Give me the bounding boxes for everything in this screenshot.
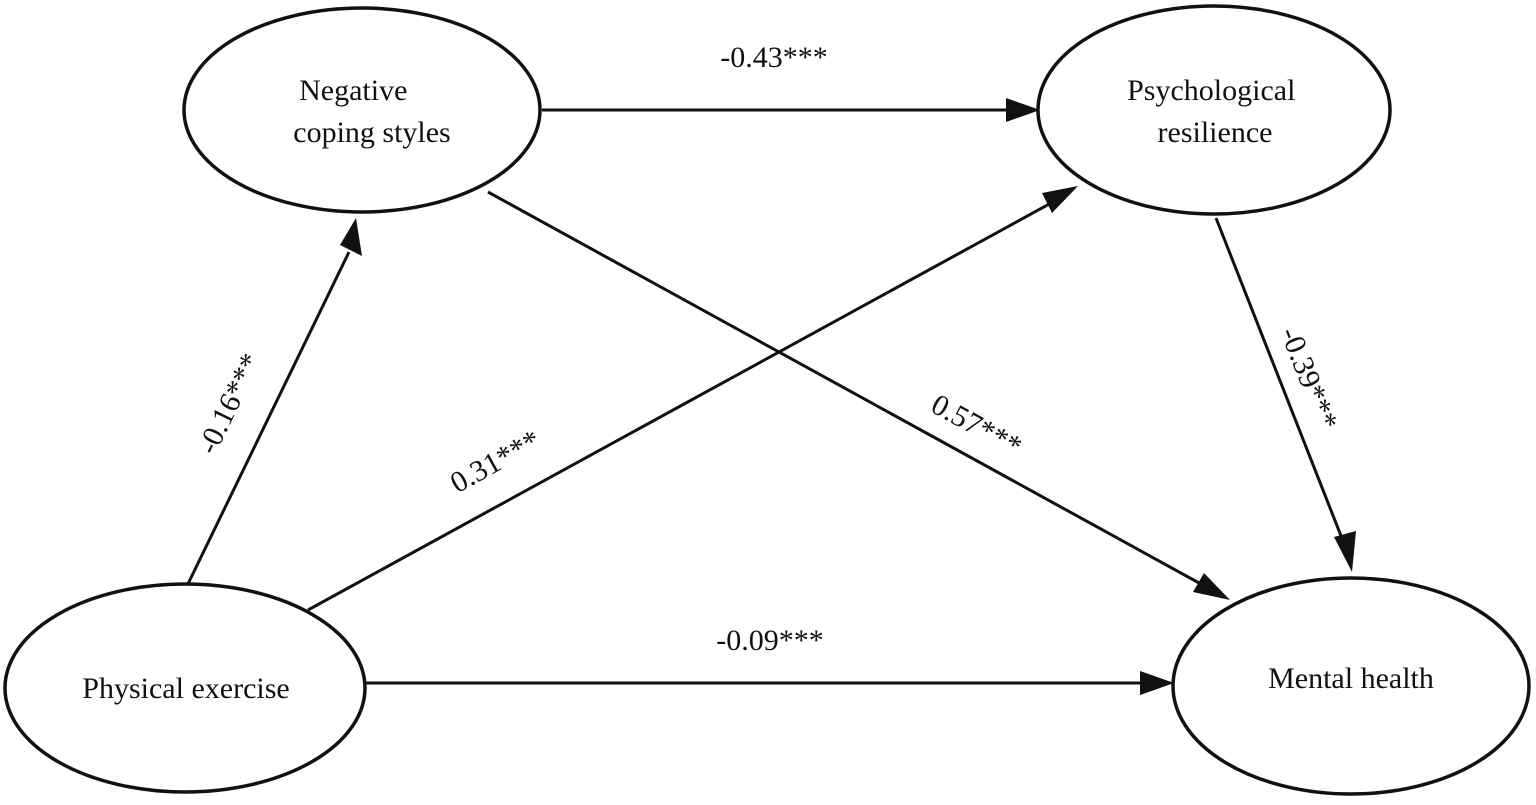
node-negative-coping-line-1: Negative: [299, 74, 407, 107]
edge-resilience-to-mental: [1214, 217, 1347, 547]
node-physical-exercise-shape: [3, 582, 367, 794]
node-psych-resilience-shape: [1036, 4, 1392, 216]
edges: [184, 98, 1356, 695]
edge-exercise-to-coping: [184, 251, 351, 589]
arrowhead-exercise-to-mental: [1140, 671, 1174, 695]
node-physical-exercise-label: Physical exercise: [82, 672, 289, 705]
node-negative-coping-shape: [182, 6, 542, 214]
edge-coping-to-mental: [487, 190, 1211, 591]
node-negative-coping: Negative coping styles: [182, 6, 542, 214]
node-negative-coping-label: Negative coping styles: [293, 74, 451, 149]
node-physical-exercise-line-1: Physical exercise: [82, 672, 289, 705]
node-physical-exercise: Physical exercise: [3, 582, 367, 794]
label-resilience-to-mental: -0.39***: [1273, 322, 1344, 434]
node-mental-health: Mental health: [1171, 576, 1531, 796]
label-coping-to-resilience: -0.43***: [720, 41, 828, 74]
label-coping-to-mental: 0.57***: [926, 388, 1027, 464]
node-negative-coping-line-2: coping styles: [293, 116, 451, 149]
node-psych-resilience: Psychological resilience: [1036, 4, 1392, 216]
arrowhead-exercise-to-coping: [340, 218, 362, 256]
node-psych-resilience-line-1: Psychological: [1127, 74, 1295, 107]
arrowhead-exercise-to-resilience: [1042, 186, 1078, 213]
node-mental-health-line-1: Mental health: [1268, 662, 1434, 695]
label-exercise-to-mental: -0.09***: [716, 624, 824, 657]
arrowhead-coping-to-mental: [1193, 573, 1230, 600]
node-mental-health-shape: [1171, 576, 1531, 796]
arrowhead-coping-to-resilience: [1006, 98, 1040, 122]
edge-exercise-to-resilience: [307, 195, 1063, 612]
node-psych-resilience-label: Psychological resilience: [1127, 74, 1303, 149]
node-psych-resilience-line-2: resilience: [1158, 116, 1273, 149]
arrowhead-resilience-to-mental: [1334, 531, 1356, 572]
node-mental-health-label: Mental health: [1268, 662, 1434, 695]
